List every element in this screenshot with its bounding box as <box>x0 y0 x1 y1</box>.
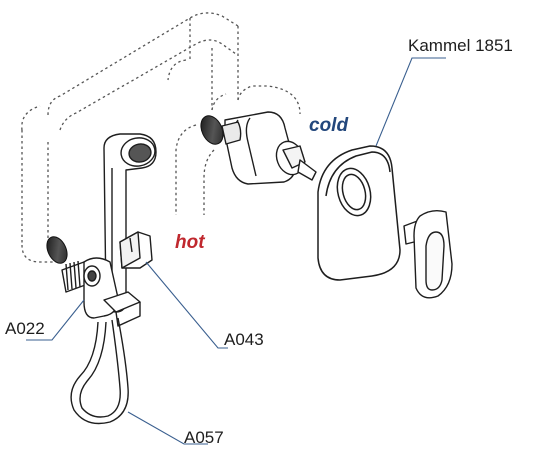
concealed-pipework <box>21 12 301 263</box>
part-a043-label: A043 <box>224 330 264 349</box>
part-a057-label: A057 <box>184 428 224 447</box>
leader-kammel <box>375 57 446 147</box>
leader-a043 <box>145 261 228 349</box>
product-name-label: Kammel 1851 <box>408 36 513 55</box>
wall-connector <box>61 257 141 327</box>
flexible-hose <box>70 317 129 425</box>
cover-plate <box>317 145 401 281</box>
leader-lines <box>26 57 446 445</box>
lever-handle <box>403 209 453 299</box>
leader-a022 <box>26 299 85 341</box>
shower-holder <box>119 231 153 269</box>
pipe-seals <box>46 115 224 264</box>
mixer-cartridge <box>221 111 317 185</box>
hot-label: hot <box>175 232 205 253</box>
leader-a057 <box>127 411 208 445</box>
cold-label: cold <box>309 115 349 136</box>
part-a022-label: A022 <box>5 319 45 338</box>
